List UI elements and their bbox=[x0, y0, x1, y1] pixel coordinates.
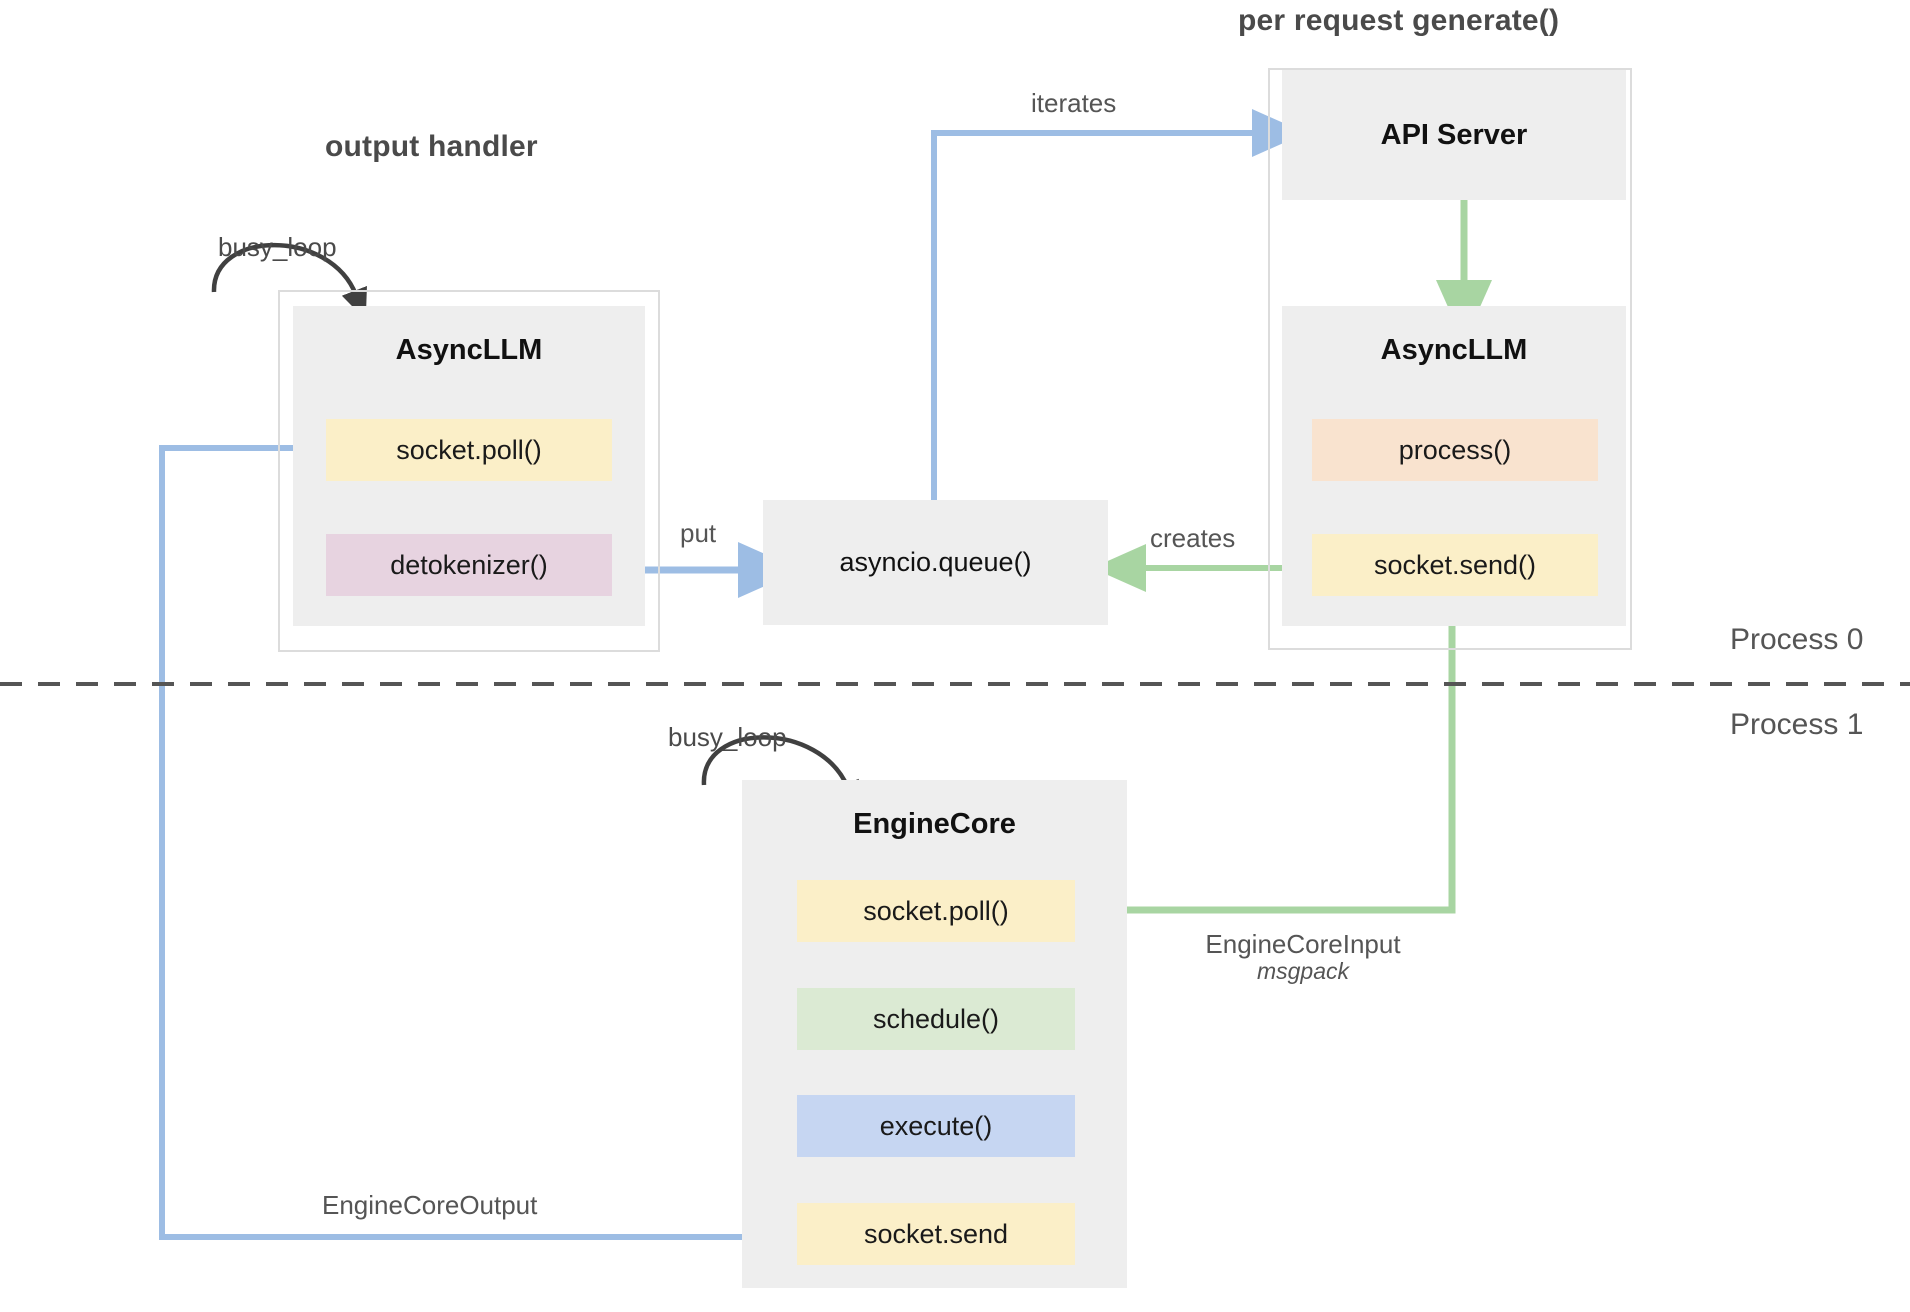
engine-core-box[interactable]: EngineCore socket.poll() schedule() exec… bbox=[742, 780, 1127, 1288]
method-detokenizer[interactable]: detokenizer() bbox=[326, 534, 612, 596]
async-llm-output-handler-box[interactable]: AsyncLLM socket.poll() detokenizer() bbox=[293, 306, 645, 626]
engine-core-title: EngineCore bbox=[853, 808, 1016, 840]
method-socket-poll-engine-core[interactable]: socket.poll() bbox=[797, 880, 1075, 942]
busy-loop-label-engine-core: busy_loop bbox=[668, 722, 787, 752]
method-process[interactable]: process() bbox=[1312, 419, 1598, 481]
method-schedule[interactable]: schedule() bbox=[797, 988, 1075, 1050]
api-server-title: API Server bbox=[1380, 118, 1528, 151]
edge-label-iterates: iterates bbox=[1031, 88, 1117, 118]
busy-loop-label-output-handler: busy_loop bbox=[218, 232, 337, 262]
edge-label-creates: creates bbox=[1150, 523, 1236, 553]
output-handler-frame bbox=[278, 290, 660, 652]
per-request-generate-frame bbox=[1268, 68, 1632, 650]
method-socket-send-request[interactable]: socket.send() bbox=[1312, 534, 1598, 596]
group-title-output-handler: output handler bbox=[325, 130, 538, 163]
asyncio-queue-box[interactable]: asyncio.queue() bbox=[763, 500, 1108, 625]
async-llm-request-title: AsyncLLM bbox=[1380, 334, 1528, 366]
async-llm-request-box[interactable]: AsyncLLM process() socket.send() bbox=[1282, 306, 1626, 626]
group-title-per-request-generate: per request generate() bbox=[1238, 4, 1560, 37]
iterates-arrow bbox=[931, 109, 1306, 500]
method-socket-poll-output-handler[interactable]: socket.poll() bbox=[326, 419, 612, 481]
api-server-box[interactable]: API Server bbox=[1282, 70, 1626, 200]
method-socket-send-engine-core[interactable]: socket.send bbox=[797, 1203, 1075, 1265]
process-label-top: Process 0 bbox=[1730, 623, 1864, 656]
method-execute[interactable]: execute() bbox=[797, 1095, 1075, 1157]
process-label-bottom: Process 1 bbox=[1730, 708, 1864, 741]
edge-label-put: put bbox=[680, 518, 717, 548]
engine-core-input-label: EngineCoreInput msgpack bbox=[1178, 929, 1428, 985]
engine-core-input-text: EngineCoreInput bbox=[1205, 929, 1401, 959]
async-llm-output-handler-title: AsyncLLM bbox=[395, 334, 543, 366]
engine-core-output-label: EngineCoreOutput bbox=[322, 1190, 538, 1220]
engine-core-input-format: msgpack bbox=[1256, 958, 1350, 985]
